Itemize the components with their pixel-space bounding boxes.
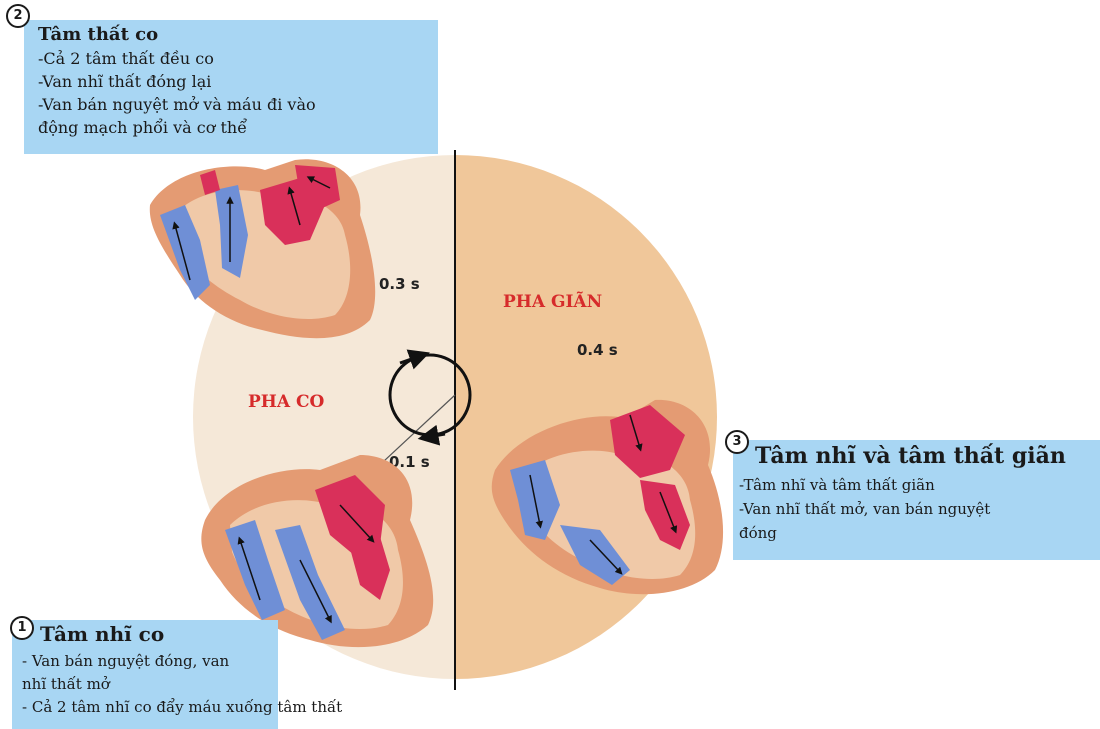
step-2-number-badge: 2 (6, 4, 30, 28)
step-3-number-badge: 3 (725, 430, 749, 454)
time-0.4s-label: 0.4 s (577, 341, 618, 359)
step-2-ventricular-contraction-box: Tâm thất co -Cả 2 tâm thất đều co -Van n… (24, 20, 438, 154)
step-1-title: Tâm nhĩ co (22, 622, 278, 646)
step-1-atrial-contraction-box: Tâm nhĩ co - Van bán nguyệt đóng, van nh… (12, 620, 278, 729)
step-2-line-3: -Van bán nguyệt mở và máu đi vào (38, 93, 438, 116)
contraction-phase-label: PHA CO (248, 392, 324, 412)
step-3-line-2: -Van nhĩ thất mở, van bán nguyệt (739, 497, 1100, 521)
step-1-line-1: - Van bán nguyệt đóng, van (22, 650, 278, 673)
heart-ventricular-systole-illustration (150, 159, 375, 338)
step-3-relaxation-box: Tâm nhĩ và tâm thất giãn -Tâm nhĩ và tâm… (733, 440, 1100, 560)
step-1-line-3: - Cả 2 tâm nhĩ co đẩy máu xuống tâm thất (22, 696, 278, 719)
step-2-line-2: -Van nhĩ thất đóng lại (38, 70, 438, 93)
time-0.3s-label: 0.3 s (379, 275, 420, 293)
step-1-line-2: nhĩ thất mở (22, 673, 278, 696)
step-3-title: Tâm nhĩ và tâm thất giãn (739, 443, 1100, 469)
step-2-title: Tâm thất co (38, 24, 438, 45)
step-1-number-badge: 1 (10, 616, 34, 640)
step-3-line-3: đóng (739, 521, 1100, 545)
step-2-line-1: -Cả 2 tâm thất đều co (38, 47, 438, 70)
step-2-line-4: động mạch phổi và cơ thể (38, 116, 438, 139)
relaxation-phase-label: PHA GIÃN (503, 290, 602, 312)
step-3-line-1: -Tâm nhĩ và tâm thất giãn (739, 473, 1100, 497)
